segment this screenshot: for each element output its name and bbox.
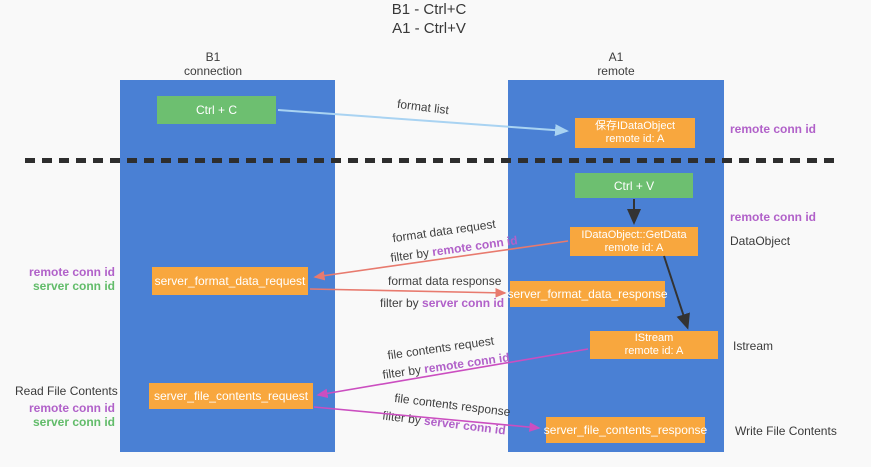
node-server-file-contents-request-label: server_file_contents_request [153, 389, 309, 403]
label-istream: Istream [733, 339, 774, 353]
edge-format-data-response-label: format data response [388, 274, 502, 288]
node-ctrl-v: Ctrl + V [575, 173, 693, 198]
node-ctrl-c: Ctrl + C [157, 96, 276, 124]
label-read-file-contents: Read File Contents [15, 384, 118, 398]
node-server-format-data-request-label: server_format_data_request [154, 274, 306, 288]
label-left-remote-conn-id: remote conn id [28, 265, 115, 279]
node-server-file-contents-response: server_file_contents_response [543, 417, 708, 443]
page-title: B1 - Ctrl+C A1 - Ctrl+V [0, 0, 858, 38]
node-getdata-line1: IDataObject::GetData [581, 228, 687, 241]
edge-format-list-label: format list [396, 96, 450, 118]
filter-prefix: filter by [381, 408, 426, 428]
node-ctrl-c-label: Ctrl + C [195, 103, 237, 117]
node-server-file-contents-request: server_file_contents_request [149, 383, 313, 409]
lifeline-header-a1: A1 remote [510, 50, 722, 78]
edge-format-data-response-filter: filter by server conn id [380, 296, 504, 310]
filter-prefix: filter by [380, 296, 423, 310]
lifeline-header-b1: B1 connection [108, 50, 318, 78]
arrow-format-data-response [309, 288, 507, 298]
node-ctrl-v-label: Ctrl + V [613, 178, 655, 193]
node-getdata-line2: remote id: A [604, 241, 664, 254]
label-write-file-contents: Write File Contents [735, 424, 837, 438]
label-left-remote-conn-id-2: remote conn id [28, 401, 115, 415]
separator-dashed-line [25, 158, 837, 163]
node-server-format-data-response: server_format_data_response [507, 281, 668, 307]
label-remote-conn-id-mid: remote conn id [730, 210, 817, 224]
lifeline-b1-name: B1 [205, 50, 221, 64]
node-save-idataobject: 保存IDataObject remote id: A [575, 118, 695, 148]
lifeline-a1-subtitle: remote [597, 64, 635, 78]
label-left-server-conn-id: server conn id [32, 279, 115, 293]
label-dataobject: DataObject [730, 234, 791, 248]
page-title-line1: B1 - Ctrl+C [391, 1, 467, 18]
node-istream-line2: remote id: A [624, 345, 684, 357]
lifeline-b1-subtitle: connection [183, 64, 243, 78]
node-server-format-data-response-label: server_format_data_response [507, 287, 668, 301]
node-istream: IStream remote id: A [590, 331, 718, 359]
page-title-line2: A1 - Ctrl+V [392, 20, 466, 37]
lifeline-a1-name: A1 [608, 50, 624, 64]
node-save-idataobject-line2: remote id: A [605, 133, 665, 145]
filter-key: server conn id [422, 296, 505, 310]
node-istream-line1: IStream [634, 332, 674, 344]
label-left-conn-ids: remote conn id server conn id [15, 265, 115, 293]
label-left-server-conn-id-2: server conn id [32, 415, 115, 429]
label-remote-conn-id-top: remote conn id [730, 122, 817, 136]
node-server-format-data-request: server_format_data_request [152, 267, 308, 295]
filter-prefix: filter by [389, 245, 434, 265]
filter-prefix: filter by [381, 362, 426, 382]
node-idataobject-getdata: IDataObject::GetData remote id: A [570, 227, 698, 256]
label-left-read-block: Read File Contents remote conn id server… [15, 384, 118, 429]
node-save-idataobject-line1: 保存IDataObject [594, 120, 676, 132]
node-server-file-contents-response-label: server_file_contents_response [543, 423, 708, 437]
